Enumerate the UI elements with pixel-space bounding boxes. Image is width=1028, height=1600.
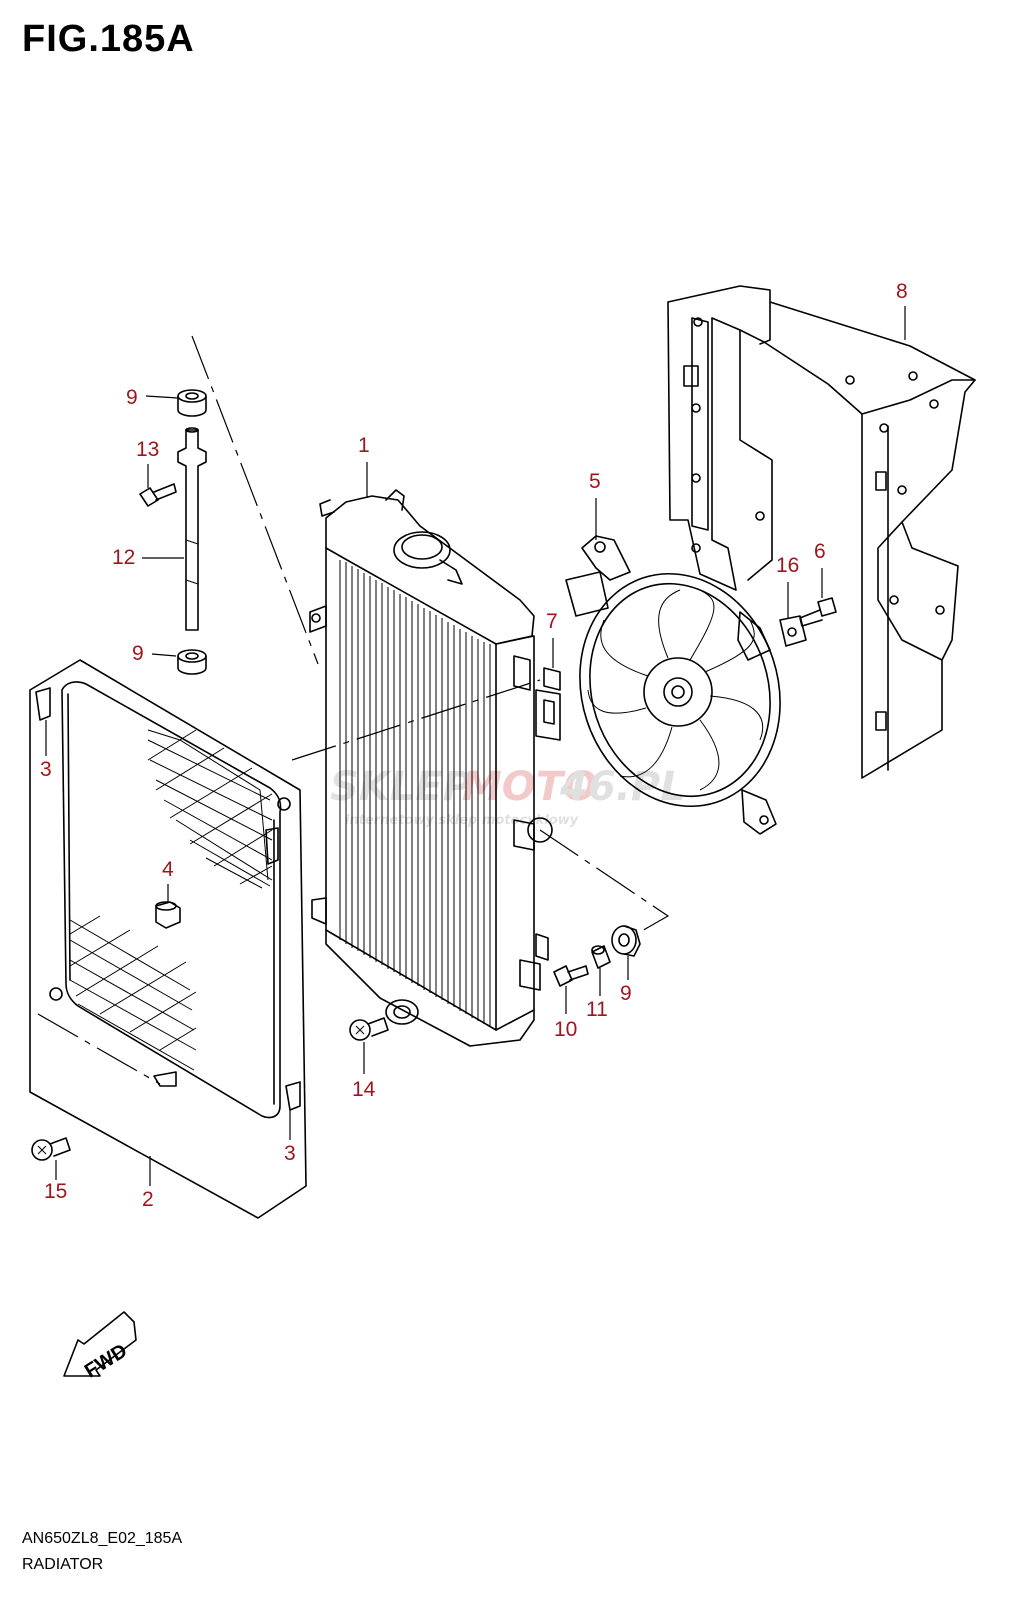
callout-8: 8 <box>896 280 908 303</box>
callout-3-right: 3 <box>284 1142 296 1165</box>
figure-code: AN650ZL8_E02_185A <box>22 1530 183 1547</box>
bolt-part-6 <box>799 597 837 627</box>
callout-9-upper: 9 <box>126 386 138 409</box>
fwd-label: FWD <box>81 1340 131 1383</box>
grommet-part-9-lower <box>177 649 207 675</box>
bolt-part-14 <box>349 1017 389 1041</box>
watermark-brand-2: MOTO <box>462 764 597 810</box>
callout-14: 14 <box>352 1078 376 1101</box>
watermark-brand-1: SKLEP <box>330 764 472 810</box>
callout-10: 10 <box>554 1018 577 1041</box>
bracket-part-7 <box>535 667 561 741</box>
figure-title: FIG.185A <box>22 18 195 60</box>
radiator-part-1 <box>309 489 553 1047</box>
collar-part-11 <box>591 945 611 969</box>
watermark-tagline: internetowy sklep motocyklowy <box>345 813 579 828</box>
callout-4: 4 <box>162 858 174 881</box>
callout-11: 11 <box>586 998 608 1021</box>
cooling-fan-part-5 <box>565 535 781 835</box>
callout-13: 13 <box>136 438 159 461</box>
screw-part-15 <box>31 1137 71 1161</box>
nut-part-16 <box>779 615 807 647</box>
callout-15: 15 <box>44 1180 67 1203</box>
callout-16: 16 <box>776 554 799 577</box>
callout-6: 6 <box>814 540 826 563</box>
fwd-arrow-icon: FWD <box>63 1311 137 1383</box>
callout-5: 5 <box>589 470 601 493</box>
grommet-part-9-upper <box>177 389 207 417</box>
callout-2: 2 <box>142 1188 154 1211</box>
grommet-part-9-right <box>611 925 641 957</box>
callout-9-lower: 9 <box>132 642 144 665</box>
radiator-cover-part-2 <box>29 659 307 1219</box>
callout-9-right: 9 <box>620 982 632 1005</box>
callout-7: 7 <box>546 610 558 633</box>
bolt-part-13 <box>139 483 177 507</box>
callout-3-left: 3 <box>40 758 52 781</box>
callout-1: 1 <box>358 434 370 457</box>
stay-pipe-part-12 <box>177 427 207 631</box>
grommet-part-4 <box>155 901 181 929</box>
bracket-frame-part-8 <box>667 285 976 779</box>
figure-caption: RADIATOR <box>22 1556 104 1573</box>
bolt-part-10 <box>553 965 589 987</box>
callout-12: 12 <box>112 546 135 569</box>
